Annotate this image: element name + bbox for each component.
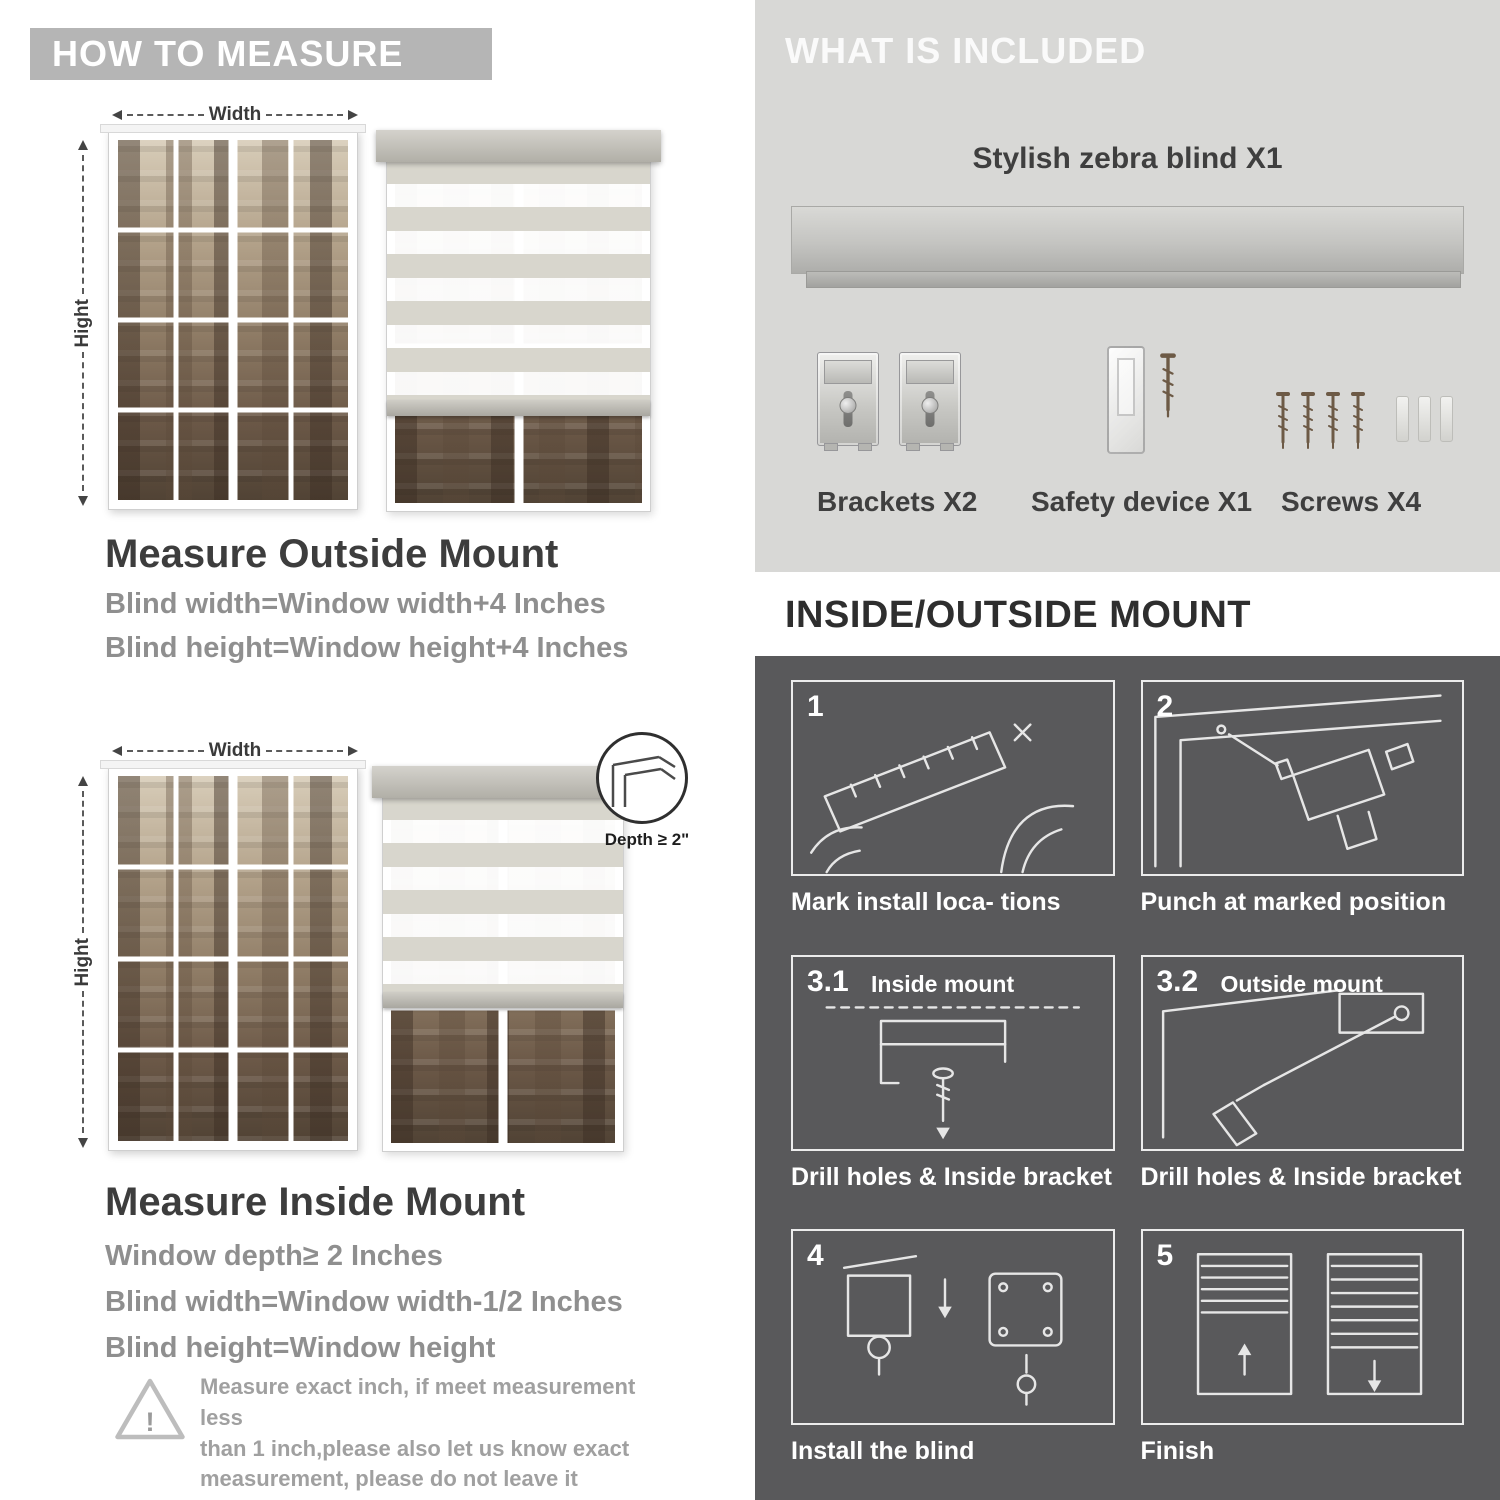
arrow-down-icon (78, 496, 88, 507)
bracket-icon (817, 352, 879, 451)
step-1: 1 Mark install loca- tions (791, 680, 1115, 935)
step-caption: Finish (1140, 1437, 1215, 1466)
brackets-image (817, 352, 961, 451)
step-2-frame: 2 (1140, 680, 1464, 876)
step-caption: Install the blind (791, 1437, 975, 1466)
arrow-left-icon (112, 746, 122, 756)
arrow-right-icon (348, 110, 358, 120)
screw-icon (1351, 392, 1365, 449)
width-label: Width (208, 104, 262, 125)
step-number: 1 (807, 690, 824, 723)
blind-head-rail (372, 766, 634, 798)
inside-bracket-illustration (825, 1005, 1081, 1139)
wall-anchor-icon (1396, 396, 1409, 442)
wall-anchor-icon (1418, 396, 1431, 442)
step-caption: Punch at marked position (1140, 888, 1447, 916)
screws-label: Screws X4 (1281, 486, 1422, 517)
mount-steps-panel: 1 Mark install loca- tions 2 (755, 656, 1500, 1500)
zebra-blind-product-label: Stylish zebra blind X1 (972, 142, 1283, 175)
arrow-left-icon (112, 110, 122, 120)
step-number: 5 (1156, 1239, 1174, 1273)
step-4: 4 Install the blind (791, 1229, 1115, 1484)
height-measure-inside: Hight (72, 776, 94, 1149)
step-tag: Inside mount (871, 970, 1015, 997)
depth-detail-circle (596, 732, 688, 824)
screws-image (1275, 388, 1453, 454)
step-caption: Drill holes & Inside bracket (791, 1162, 1112, 1191)
inside-mount-line3: Blind height=Window height (105, 1332, 496, 1364)
outside-mount-title: Measure Outside Mount (105, 532, 559, 576)
screw-icon (1326, 392, 1340, 449)
step-caption: Mark install loca- tions (791, 888, 1061, 916)
step-5: 5 Finish (1140, 1229, 1464, 1484)
window-glass (118, 140, 348, 500)
step-number: 3.2 (1156, 964, 1199, 998)
arrow-up-icon (78, 140, 88, 150)
blind-bottom-rail (387, 400, 650, 416)
width-measure-outside: Width (112, 104, 358, 126)
outside-mount-line1: Blind width=Window width+4 Inches (105, 588, 606, 620)
window-illustration-outside (100, 124, 366, 510)
safety-device-label: Safety device X1 (1031, 486, 1253, 517)
blind-bottom-rail (383, 992, 623, 1008)
safety-device-icon (1107, 346, 1145, 454)
screw-icon (1160, 353, 1176, 418)
depth-label: Depth ≥ 2" (604, 830, 690, 849)
warning-text: Measure exact inch, if meet measurement … (200, 1374, 636, 1492)
height-label: Hight (72, 298, 93, 348)
window-lintel (100, 124, 366, 133)
inside-outside-mount-header: INSIDE/OUTSIDE MOUNT (785, 594, 1252, 636)
screw-icon (1276, 392, 1290, 449)
window-lintel (100, 760, 366, 769)
width-measure-inside: Width (112, 740, 358, 762)
inside-mount-title: Measure Inside Mount (105, 1180, 526, 1224)
arrow-up-icon (78, 776, 88, 786)
zebra-shade (383, 796, 623, 992)
svg-text:!: ! (145, 1406, 154, 1437)
step-number: 3.1 (807, 964, 849, 998)
finish-illustration (1196, 1253, 1422, 1396)
drill-illustration (1153, 694, 1442, 868)
step-3-1: 3.1 Inside mount Drill holes & Inside br… (791, 954, 1115, 1210)
zebra-blind-illustration-outside (376, 130, 661, 512)
what-is-included-header: WHAT IS INCLUDED (785, 30, 1147, 71)
install-blind-illustration (842, 1255, 1063, 1407)
brackets-label: Brackets X2 (817, 486, 978, 517)
arrow-down-icon (78, 1138, 88, 1149)
inside-mount-line2: Blind width=Window width-1/2 Inches (105, 1286, 623, 1318)
step-3-2: 3.2 Outside mount Drill holes & Inside b… (1140, 954, 1464, 1210)
step-2: 2 Punch at marked position (1140, 680, 1464, 935)
outside-mount-line2: Blind height=Window height+4 Inches (105, 632, 629, 664)
bracket-icon (899, 352, 961, 451)
safety-device-image (1107, 346, 1177, 454)
inside-mount-line1: Window depth≥ 2 Inches (105, 1240, 443, 1272)
step-1-frame: 1 (791, 680, 1115, 876)
window-corner-detail (611, 755, 676, 807)
how-to-measure-header: HOW TO MEASURE (30, 28, 492, 80)
wall-anchor-icon (1440, 396, 1453, 442)
step-5-frame: 5 (1140, 1229, 1464, 1426)
zebra-blind-rail-image (791, 206, 1464, 288)
mark-locations-illustration (809, 723, 1075, 874)
window-illustration-inside (100, 760, 366, 1151)
step-3-1-frame: 3.1 Inside mount (791, 954, 1115, 1151)
what-is-included-panel: WHAT IS INCLUDED Stylish zebra blind X1 … (755, 0, 1500, 572)
width-label: Width (208, 740, 262, 761)
screw-icon (1301, 392, 1315, 449)
warning-triangle-icon: ! (112, 1375, 188, 1448)
outside-bracket-illustration (1161, 988, 1424, 1146)
step-number: 4 (807, 1239, 824, 1273)
arrow-right-icon (348, 746, 358, 756)
step-3-2-frame: 3.2 Outside mount (1140, 954, 1464, 1151)
blind-head-rail (376, 130, 661, 162)
height-label: Hight (72, 937, 93, 987)
step-number: 2 (1156, 690, 1174, 723)
step-4-frame: 4 (791, 1229, 1115, 1426)
step-caption: Drill holes & Inside bracket (1140, 1162, 1462, 1191)
zebra-blind-illustration-inside (372, 766, 634, 1152)
window-glass (118, 776, 348, 1141)
step-tag: Outside mount (1220, 970, 1383, 997)
zebra-shade (387, 160, 650, 400)
height-measure-outside: Hight (72, 140, 94, 507)
